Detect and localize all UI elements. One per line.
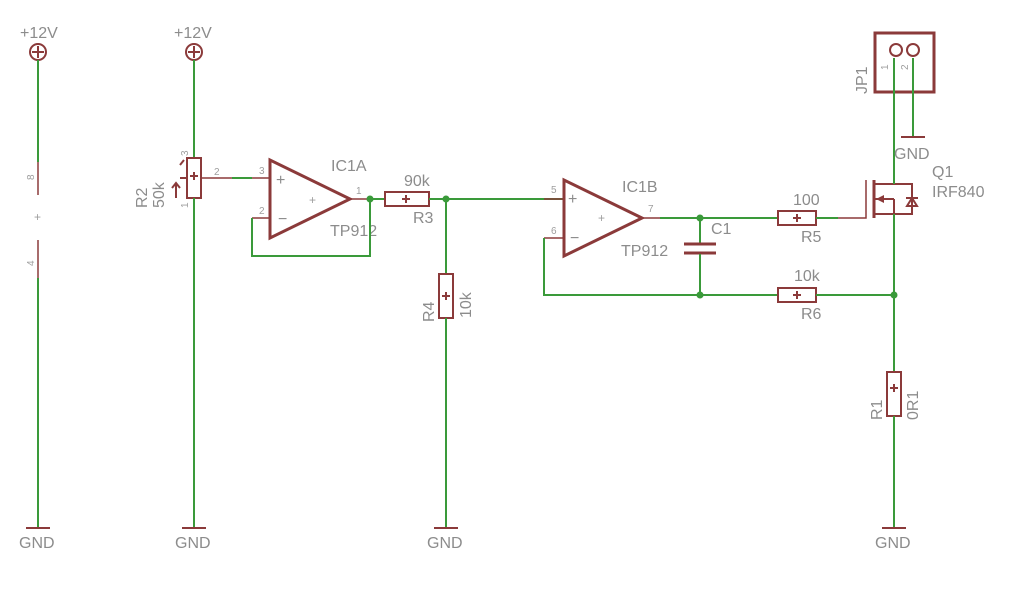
ic1a-pin-out-number: 1 [356,186,362,197]
junction-c1-r6 [696,291,704,299]
q1-value: IRF840 [932,184,985,201]
q1-name: Q1 [932,164,953,181]
ic1b-triangle [562,177,646,259]
junction-dots [366,195,898,299]
r4-resistor[interactable]: R4 10k GND [421,199,475,552]
jp1-connector[interactable]: 1 2 JP1 GND [854,31,936,184]
ic1a-name: IC1A [331,158,367,175]
r6-name: R6 [801,306,822,323]
svg-text:+: + [568,191,577,208]
jp1-pin1: 1 [880,64,891,70]
svg-text:+: + [34,210,41,224]
r5-value: 100 [793,192,820,209]
svg-text:+: + [598,211,605,225]
ic-power-column: +12V 8 + 4 GND [19,25,58,552]
supply-label-left: +12V [20,25,58,42]
supply-label-r2: +12V [174,25,212,42]
r3-name: R3 [413,210,434,227]
r3-resistor[interactable]: 90k R3 [370,173,564,227]
power-pin-top-number: 8 [26,174,37,180]
ic1b-pin-minus-number: 6 [551,226,557,237]
junction-ic1b-out-c1 [696,214,704,222]
gnd-label-4: GND [875,535,911,552]
ic1b-pin-plus-number: 5 [551,185,557,196]
r5-name: R5 [801,229,822,246]
r4-value: 10k [458,291,475,318]
c1-name: C1 [711,221,732,238]
junction-ic1a-out [366,195,374,203]
q1-mosfet[interactable]: Q1 IRF840 [838,164,985,372]
ic1b-value: TP912 [621,243,668,260]
svg-text:+: + [309,193,316,207]
r4-name: R4 [421,301,438,322]
gnd-label-1: GND [19,535,55,552]
r1-name: R1 [869,399,886,420]
gnd-label-3: GND [427,535,463,552]
r6-value: 10k [794,268,821,285]
power-pin-bottom-number: 4 [26,260,37,266]
ic1a-opamp[interactable]: 3 2 + − + 1 IC1A TP912 [232,157,377,257]
r2-name: R2 [134,187,151,208]
r3-value: 90k [404,173,431,190]
r2-value: 50k [151,181,168,208]
r1-value: 0R1 [905,391,922,420]
r2-pin-wiper: 2 [214,167,220,178]
junction-r3-r4 [442,195,450,203]
r2-column: +12V 3 1 2 R2 50k GND [134,25,232,552]
svg-text:−: − [570,230,579,247]
c1-capacitor[interactable]: C1 [660,217,778,295]
ic1a-pin-minus-number: 2 [259,206,265,217]
ic1a-pin-plus-number: 3 [259,166,265,177]
jp1-name: JP1 [854,66,871,94]
junction-source-r6 [890,291,898,299]
ic1a-value: TP912 [330,223,377,240]
ic1b-opamp[interactable]: 5 6 + − + 7 IC1B TP912 [543,177,700,296]
r6-resistor[interactable]: 10k R6 [700,268,894,323]
ic1b-name: IC1B [622,179,658,196]
gnd-label-jp1: GND [894,146,930,163]
jp1-body [873,31,936,94]
ic1a-triangle [268,157,354,241]
gnd-label-2: GND [175,535,211,552]
ic1b-pin-out-number: 7 [648,204,654,215]
jp1-pin2: 2 [900,64,911,70]
svg-text:+: + [276,172,285,189]
r2-pin-top: 3 [180,150,191,156]
svg-text:−: − [278,211,287,228]
r5-resistor[interactable]: 100 R5 [777,192,838,246]
r2-pin-bottom: 1 [180,202,191,208]
r1-resistor[interactable]: R1 0R1 GND [869,371,922,552]
